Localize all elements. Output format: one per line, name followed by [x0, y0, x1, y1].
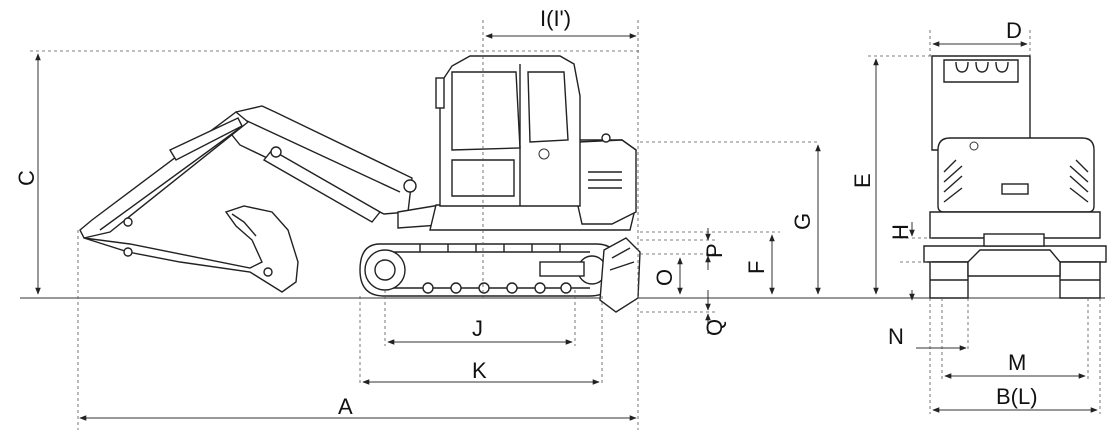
- cab: [435, 55, 581, 207]
- side-view: [79, 20, 641, 313]
- dozer-blade: [599, 237, 641, 313]
- label-f: F: [744, 261, 769, 274]
- label-h: H: [888, 224, 913, 240]
- label-e: E: [850, 173, 875, 188]
- bucket: [83, 205, 299, 293]
- track-rollers: [422, 282, 572, 294]
- label-k: K: [472, 358, 487, 383]
- label-i: I(I'): [540, 6, 571, 31]
- label-c: C: [14, 170, 39, 186]
- front-cab: [931, 55, 1031, 151]
- label-b: B(L): [996, 384, 1038, 409]
- dimension-labels: A C I(I') J K G F P O Q D E H N M B(L): [14, 6, 1038, 419]
- label-n: N: [888, 324, 904, 349]
- label-j: J: [472, 316, 483, 341]
- arm-cylinder: [169, 117, 243, 161]
- upper-structure: [397, 133, 637, 231]
- front-view: [923, 55, 1107, 299]
- label-a: A: [338, 394, 353, 419]
- label-g: G: [790, 213, 815, 230]
- front-body: [929, 137, 1101, 239]
- dimension-lines: [30, 20, 1101, 430]
- label-p: P: [702, 243, 727, 258]
- boom-cylinder: [262, 146, 382, 223]
- label-o: O: [652, 269, 677, 286]
- front-tracks: [923, 233, 1107, 299]
- boom: [227, 105, 417, 215]
- label-m: M: [1008, 350, 1026, 375]
- track: [359, 243, 619, 297]
- label-d: D: [1006, 18, 1022, 43]
- label-q: Q: [702, 319, 727, 336]
